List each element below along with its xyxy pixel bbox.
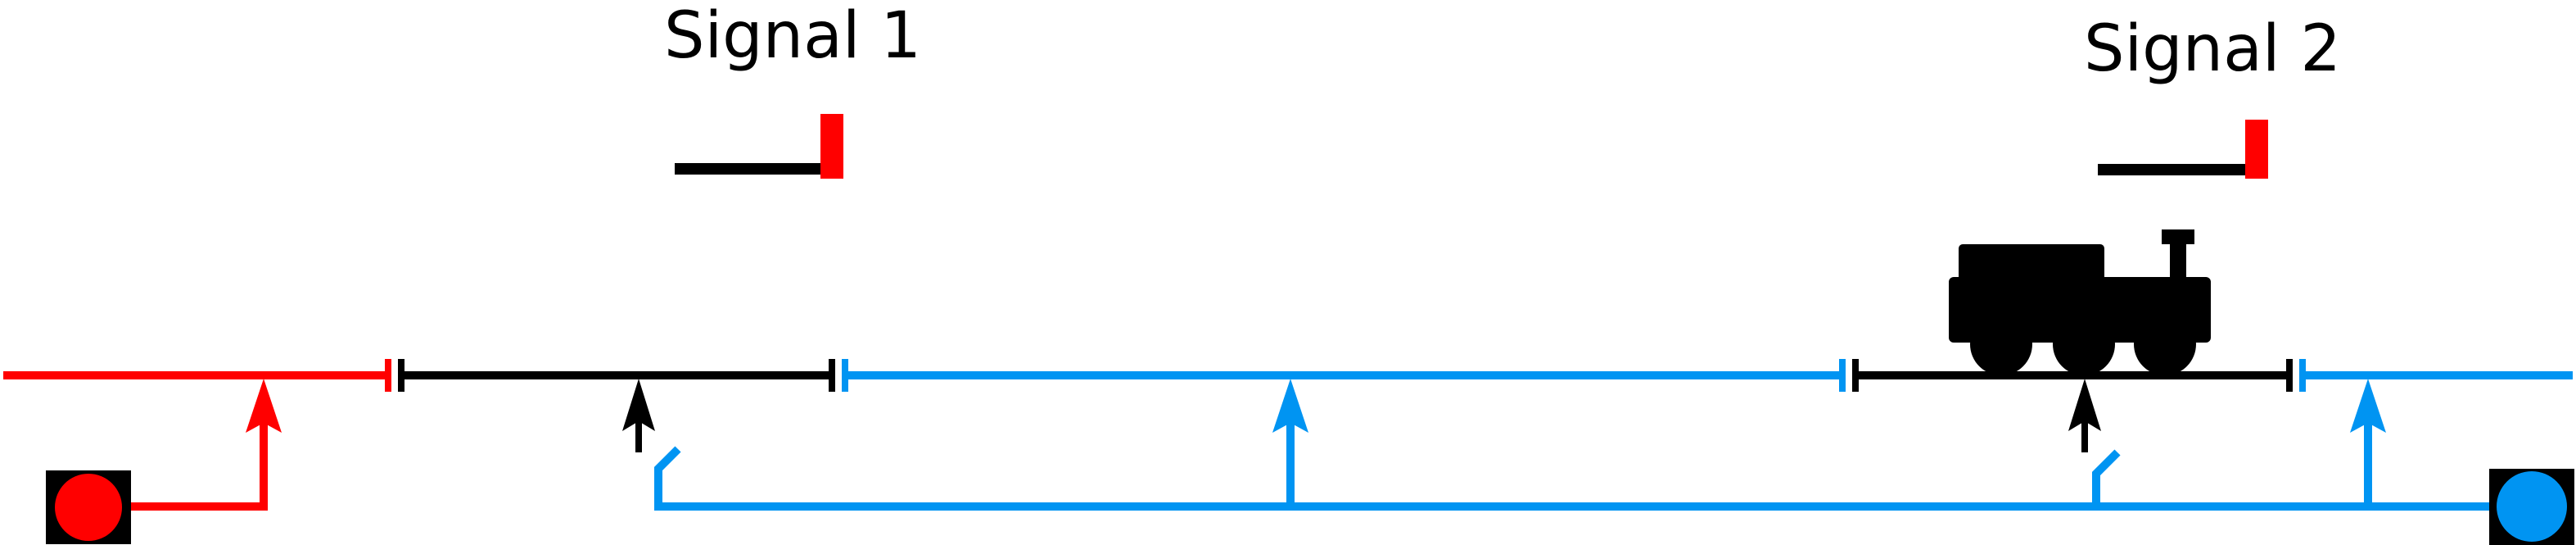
locomotive-icon [1949, 229, 2211, 375]
power-source-icon [2489, 469, 2574, 545]
red-feed-wire [131, 402, 268, 511]
signal-1-icon [675, 114, 843, 179]
signal-2-label: Signal 2 [2084, 12, 2341, 86]
insulated-joint-icon [2286, 359, 2306, 392]
switch-contact-icon [2092, 449, 2121, 506]
insulated-joint-icon [1839, 359, 1859, 392]
insulated-joint-icon [385, 359, 404, 392]
relay-arrow-icon [2350, 379, 2386, 433]
signal-1-label: Signal 1 [664, 0, 921, 73]
relay-arrow-icon [246, 379, 282, 433]
power-source-icon [46, 470, 131, 544]
signal-1-aspect [820, 114, 843, 179]
signal-2-icon [2098, 120, 2268, 179]
relay-arrow-icon [622, 379, 655, 431]
insulated-joint-icon [829, 359, 848, 392]
relay-arrow-icon [2068, 379, 2101, 431]
relay-arrow-icon [1272, 379, 1308, 433]
signal-2-aspect [2245, 120, 2268, 179]
blue-feed-wire [654, 446, 2489, 511]
